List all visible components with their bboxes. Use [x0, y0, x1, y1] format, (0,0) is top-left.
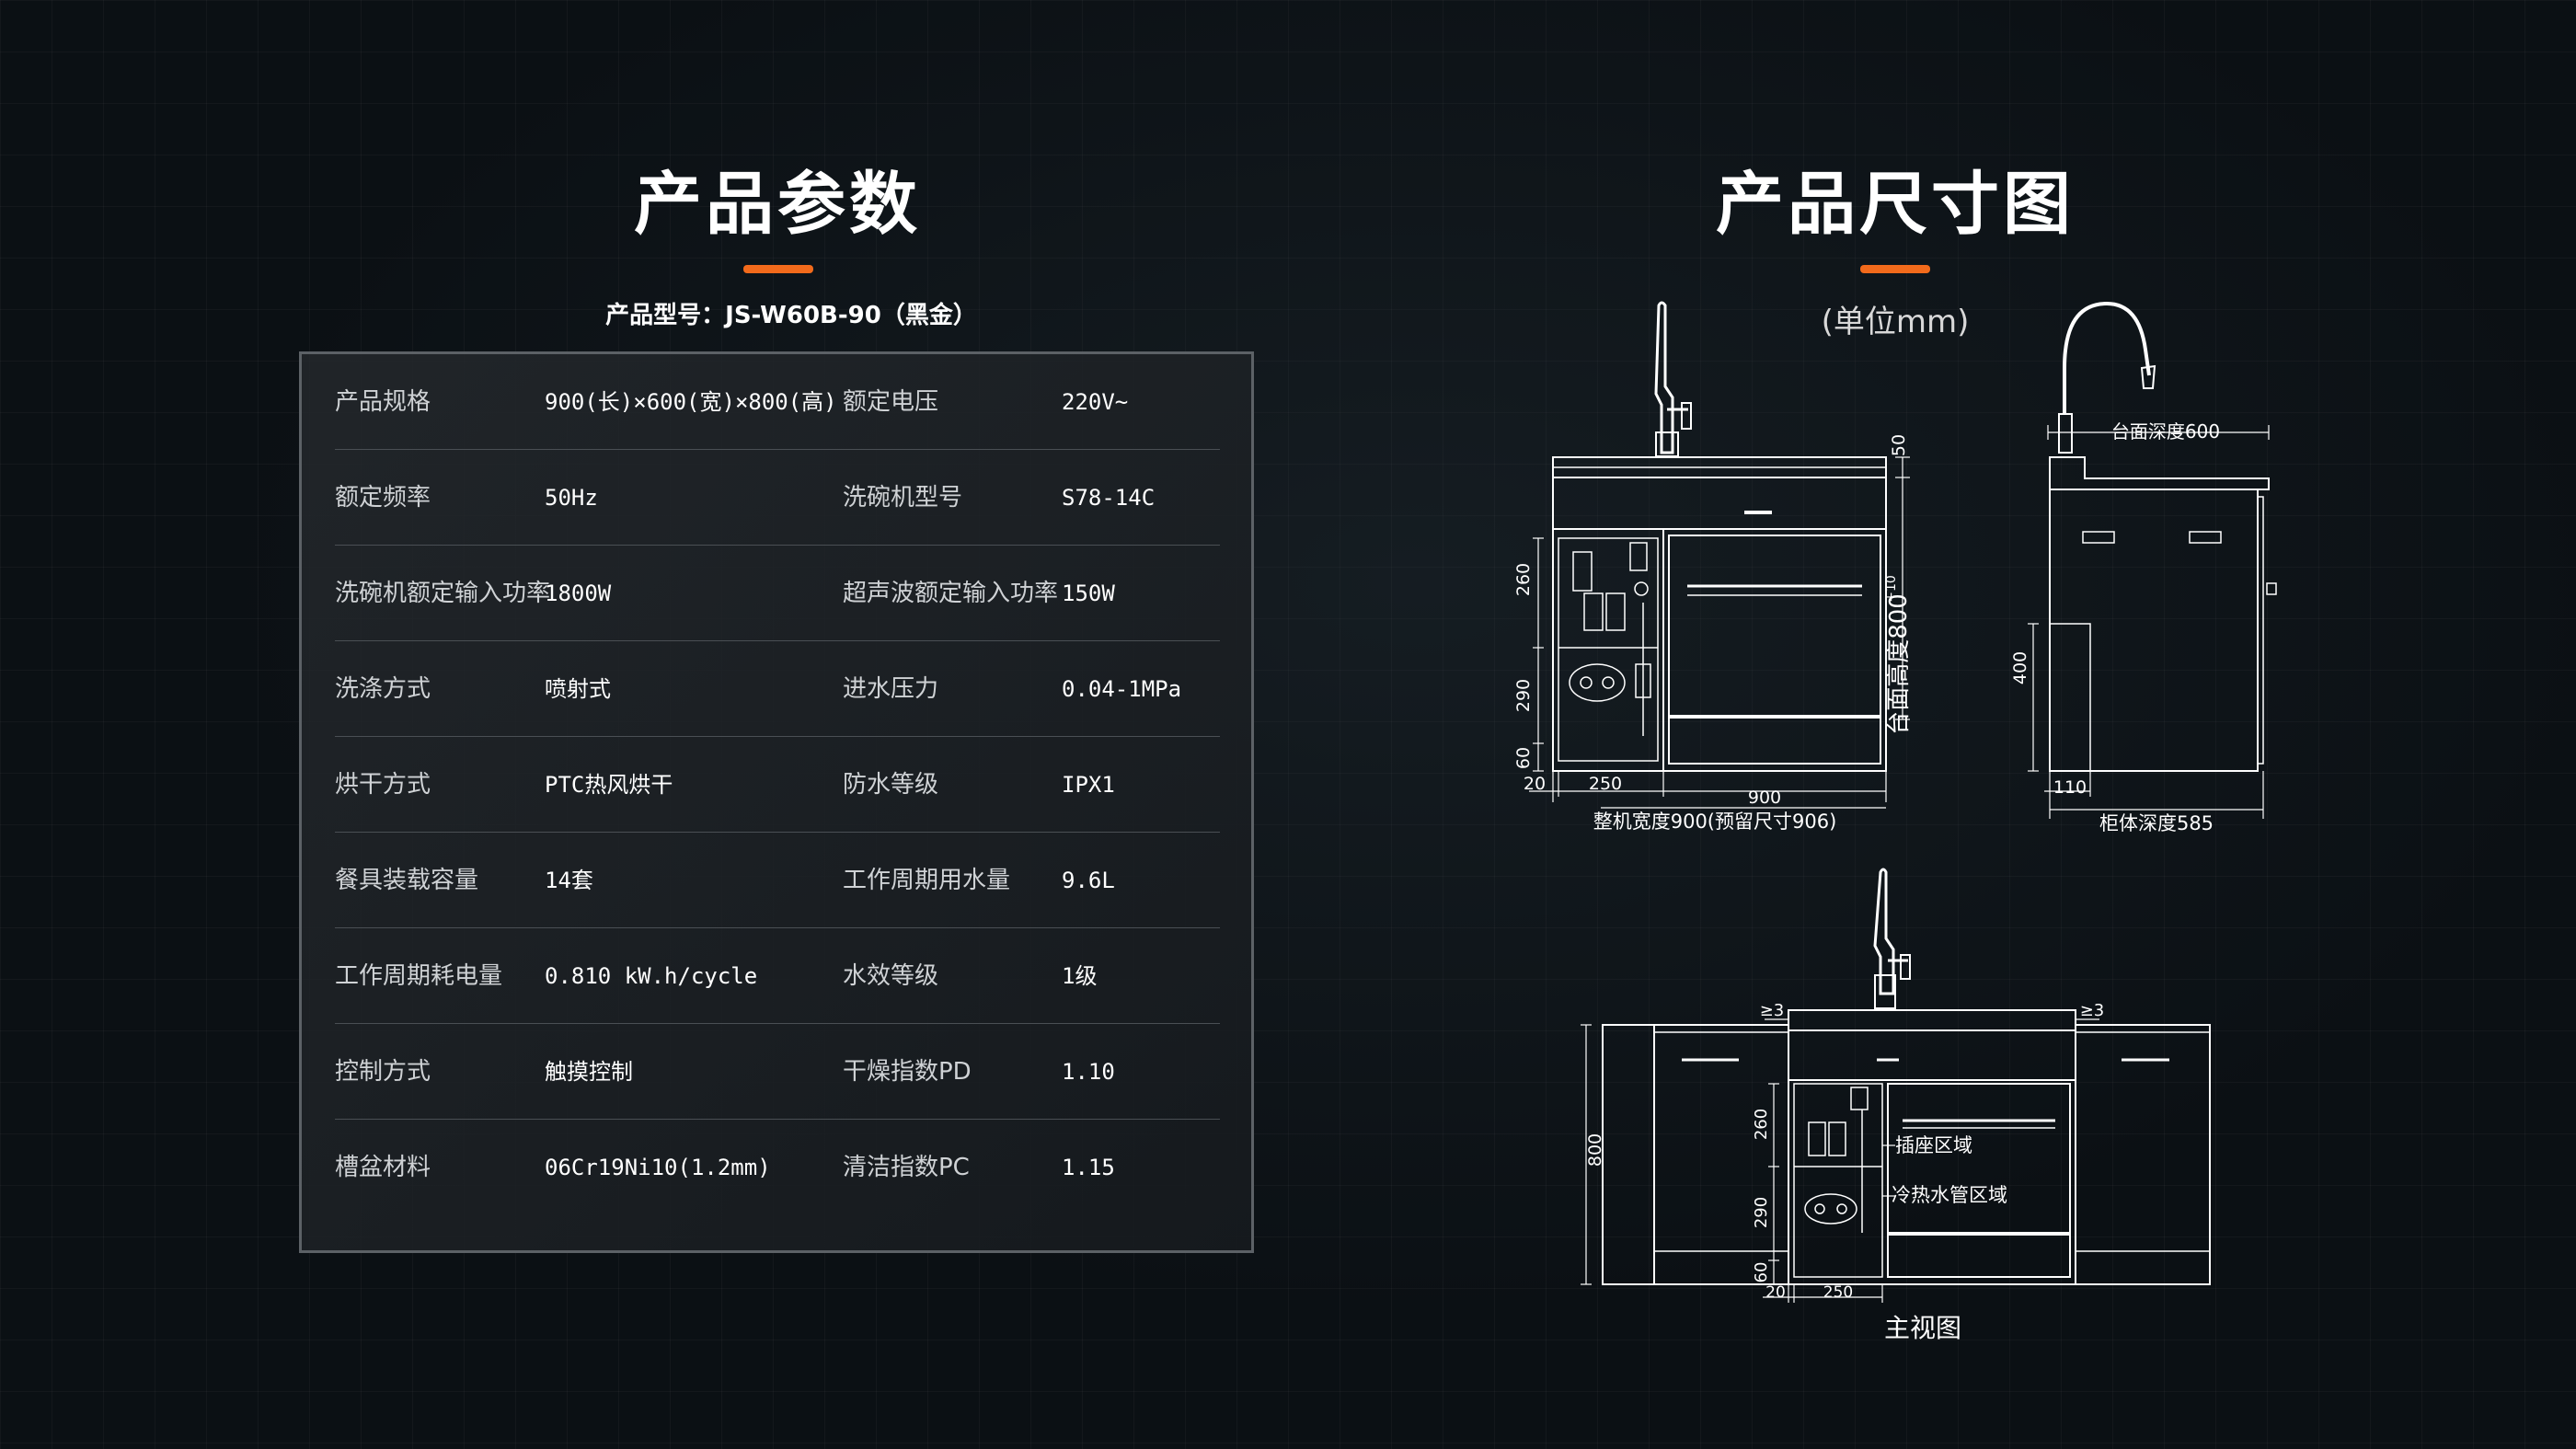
front-dim-20: 20 [1524, 774, 1546, 794]
dimension-title-accent [1860, 265, 1930, 273]
front-dim-260: 260 [1513, 563, 1534, 596]
side-depth-caption: 柜体深度585 [2099, 812, 2214, 834]
spec-row: 烘干方式 PTC热风烘干 防水等级 IPX1 [335, 737, 1220, 833]
spec-row: 控制方式 触摸控制 干燥指数PD 1.10 [335, 1024, 1220, 1120]
spec-row: 洗涤方式 喷射式 进水压力 0.04-1MPa [335, 641, 1220, 737]
front-dim-50: 50 [1889, 434, 1909, 456]
spec-value: 900(长)×600(宽)×800(高) [545, 389, 837, 415]
main-gap-right: ≥3 [2080, 1001, 2105, 1020]
main-dim-800: 800 [1585, 1133, 1605, 1167]
front-dim-250: 250 [1589, 774, 1622, 794]
spec-value: 150W [1062, 581, 1115, 606]
spec-label: 洗碗机型号 [843, 484, 963, 512]
spec-row: 槽盆材料 06Cr19Ni10(1.2mm) 清洁指数PC 1.15 [335, 1120, 1220, 1215]
spec-value: 9.6L [1062, 868, 1115, 893]
socket-area-label: 插座区域 [1895, 1134, 1972, 1156]
spec-row: 洗碗机额定输入功率 1800W 超声波额定输入功率 150W [335, 546, 1220, 641]
spec-row: 额定频率 50Hz 洗碗机型号 S78-14C [335, 450, 1220, 546]
spec-label: 防水等级 [843, 771, 939, 799]
spec-value: 1.10 [1062, 1059, 1115, 1085]
dimension-title: 产品尺寸图 [1716, 165, 2075, 244]
side-dim-110: 110 [2053, 777, 2087, 798]
unit-label: (单位mm) [1821, 304, 1970, 340]
spec-label: 水效等级 [843, 962, 939, 990]
main-dim-60: 60 [1752, 1262, 1771, 1283]
front-width-caption: 整机宽度900(预留尺寸906) [1593, 811, 1837, 833]
spec-value: 喷射式 [545, 676, 611, 702]
spec-label: 洗碗机额定输入功率 [335, 580, 551, 607]
spec-label: 额定电压 [843, 388, 939, 416]
main-dim-260: 260 [1752, 1109, 1771, 1140]
spec-value: S78-14C [1062, 485, 1156, 511]
spec-label: 清洁指数PC [843, 1154, 970, 1181]
spec-label: 进水压力 [843, 675, 939, 703]
spec-value: 06Cr19Ni10(1.2mm) [545, 1155, 771, 1180]
spec-label: 洗涤方式 [335, 675, 431, 703]
side-view-drawing [2028, 301, 2277, 819]
spec-label: 工作周期耗电量 [335, 962, 503, 990]
spec-label: 干燥指数PD [843, 1058, 972, 1086]
main-dim-290: 290 [1752, 1197, 1771, 1228]
spec-value: 1800W [545, 581, 612, 606]
main-dim-250: 250 [1823, 1283, 1853, 1302]
spec-value: PTC热风烘干 [545, 772, 673, 798]
front-dim-60: 60 [1513, 747, 1534, 769]
spec-label: 槽盆材料 [335, 1154, 431, 1181]
spec-label: 餐具装载容量 [335, 867, 479, 894]
front-counter-height: 台面高度800 [1885, 593, 1913, 735]
main-view-caption: 主视图 [1883, 1313, 1961, 1343]
pipe-area-label: 冷热水管区域 [1892, 1184, 2007, 1206]
spec-label: 控制方式 [335, 1058, 431, 1086]
model-line: 产品型号：JS-W60B-90（黑金） [605, 302, 977, 329]
front-counter-height-tolerance: +10 [1884, 575, 1899, 603]
spec-value: 14套 [545, 868, 593, 893]
spec-value: 220V~ [1062, 389, 1129, 415]
main-view-drawing [1581, 868, 2211, 1303]
spec-table: 产品规格 900(长)×600(宽)×800(高) 额定电压 220V~ 额定频… [299, 351, 1254, 1253]
spec-value: 50Hz [545, 485, 598, 511]
side-counter-depth: 台面深度600 [2111, 420, 2220, 443]
front-view-drawing [1529, 301, 1910, 809]
spec-label: 产品规格 [335, 388, 431, 416]
side-dim-400: 400 [2010, 651, 2030, 684]
spec-value: 1.15 [1062, 1155, 1115, 1180]
spec-title-accent [743, 265, 813, 273]
spec-value: 触摸控制 [545, 1059, 633, 1085]
spec-label: 超声波额定输入功率 [843, 580, 1059, 607]
spec-title: 产品参数 [634, 165, 921, 244]
spec-label: 工作周期用水量 [843, 867, 1011, 894]
spec-row: 工作周期耗电量 0.810 kW.h/cycle 水效等级 1级 [335, 928, 1220, 1024]
spec-row: 餐具装载容量 14套 工作周期用水量 9.6L [335, 833, 1220, 928]
spec-label: 烘干方式 [335, 771, 431, 799]
spec-label: 额定频率 [335, 484, 431, 512]
front-dim-290: 290 [1513, 679, 1534, 712]
spec-value: 0.04-1MPa [1062, 676, 1182, 702]
spec-value: IPX1 [1062, 772, 1115, 798]
spec-value: 0.810 kW.h/cycle [545, 963, 758, 989]
front-dim-900: 900 [1748, 788, 1781, 808]
main-dim-20: 20 [1765, 1283, 1786, 1302]
spec-row: 产品规格 900(长)×600(宽)×800(高) 额定电压 220V~ [335, 354, 1220, 450]
spec-value: 1级 [1062, 963, 1098, 989]
main-gap-left: ≥3 [1760, 1001, 1785, 1020]
